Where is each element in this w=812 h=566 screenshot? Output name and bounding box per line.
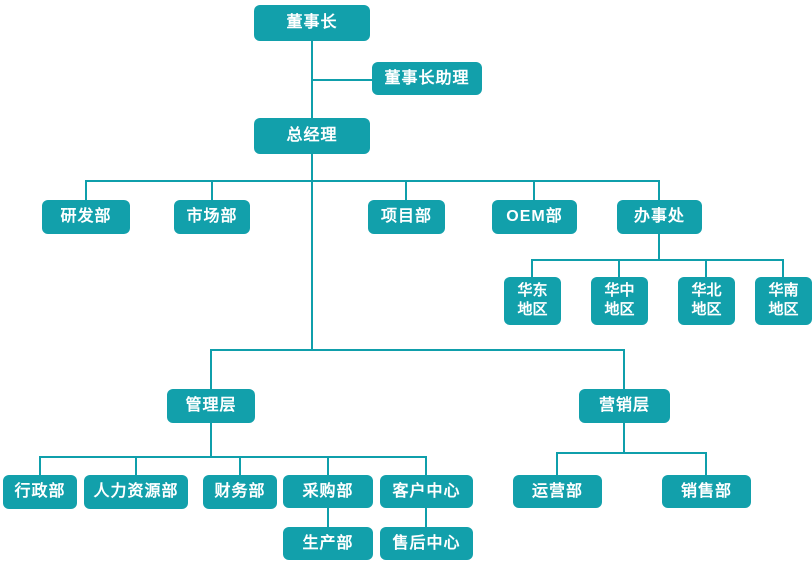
org-node-finance-dept: 财务部 [203,475,277,509]
org-node-central-china: 华中 地区 [591,277,648,325]
connector-offices-down [658,234,660,261]
org-node-offices: 办事处 [617,200,702,234]
connector-purchasing-production [327,508,329,527]
connector-sales-children [556,452,707,454]
connector-management-down [210,423,212,458]
connector-drop [533,180,535,201]
org-node-oem-dept: OEM部 [492,200,577,234]
org-node-production-dept: 生产部 [283,527,373,560]
org-node-chairman-assistant: 董事长助理 [372,62,482,95]
connector-drop [658,180,660,201]
connector-drop [85,180,87,201]
org-node-rd-dept: 研发部 [42,200,130,234]
org-node-purchasing-dept: 采购部 [283,475,373,508]
connector-drop [239,456,241,476]
connector-drop [39,456,41,476]
connector-regions [531,259,784,261]
connector-customer-aftersales [425,508,427,527]
org-node-general-manager: 总经理 [254,118,370,154]
connector-chairman-assistant [312,79,373,81]
org-node-sales-layer: 营销层 [579,389,670,423]
connector-drop [556,452,558,476]
connector-layers-split [210,349,625,351]
org-node-aftersales-center: 售后中心 [380,527,473,560]
org-node-marketing-dept: 市场部 [174,200,250,234]
connector-drop [210,349,212,390]
org-node-operations-dept: 运营部 [513,475,602,508]
connector-drop [135,456,137,476]
org-node-east-china: 华东 地区 [504,277,561,325]
connector-drop [782,259,784,278]
connector-trunk [311,154,313,351]
connector-sales-down [623,423,625,454]
connector-drop [425,456,427,476]
connector-drop [705,259,707,278]
connector-drop [327,456,329,476]
org-node-admin-dept: 行政部 [3,475,77,509]
connector-drop [531,259,533,278]
connector-management-children [39,456,427,458]
connector-gm-children [85,180,660,182]
connector-drop [618,259,620,278]
connector-drop [405,180,407,201]
org-node-customer-center: 客户中心 [380,475,473,508]
org-node-hr-dept: 人力资源部 [84,475,188,509]
org-node-south-china: 华南 地区 [755,277,812,325]
connector-drop [211,180,213,201]
org-node-north-china: 华北 地区 [678,277,735,325]
org-node-project-dept: 项目部 [368,200,445,234]
connector-drop [623,349,625,390]
connector-drop [705,452,707,476]
org-node-management-layer: 管理层 [167,389,255,423]
org-node-sales-dept: 销售部 [662,475,751,508]
org-node-chairman: 董事长 [254,5,370,41]
